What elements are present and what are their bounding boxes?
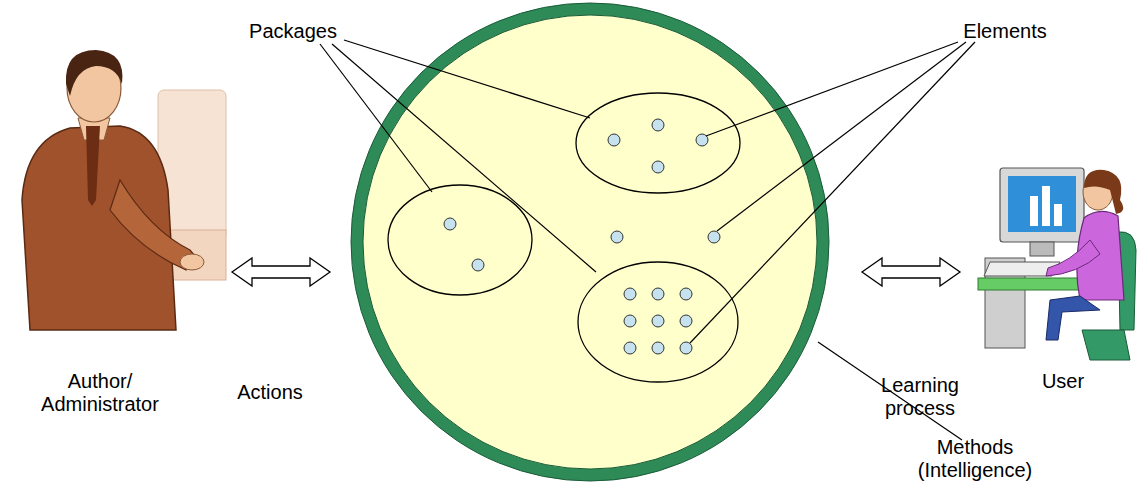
author-figure <box>22 50 226 330</box>
methods-label: Methods (Intelligence) <box>905 436 1045 482</box>
role-label: User <box>1042 370 1084 393</box>
system-circle-edge <box>351 3 829 481</box>
leader-lines <box>320 40 975 440</box>
system-circle <box>357 9 823 475</box>
elements-label: Elements <box>963 20 1046 43</box>
package-ellipse <box>388 185 532 295</box>
double-arrow <box>862 258 960 286</box>
double-arrow <box>232 258 330 286</box>
package-ellipse <box>576 93 740 193</box>
element-dots <box>444 119 720 354</box>
packages-label: Packages <box>249 20 337 43</box>
role-label: Author/ Administrator <box>25 370 175 416</box>
package-ellipse <box>578 262 738 382</box>
system-circle-inner-edge <box>363 15 817 469</box>
user-figure <box>978 168 1136 360</box>
flow-label: Learning process <box>865 374 975 420</box>
flow-label: Actions <box>237 381 303 404</box>
